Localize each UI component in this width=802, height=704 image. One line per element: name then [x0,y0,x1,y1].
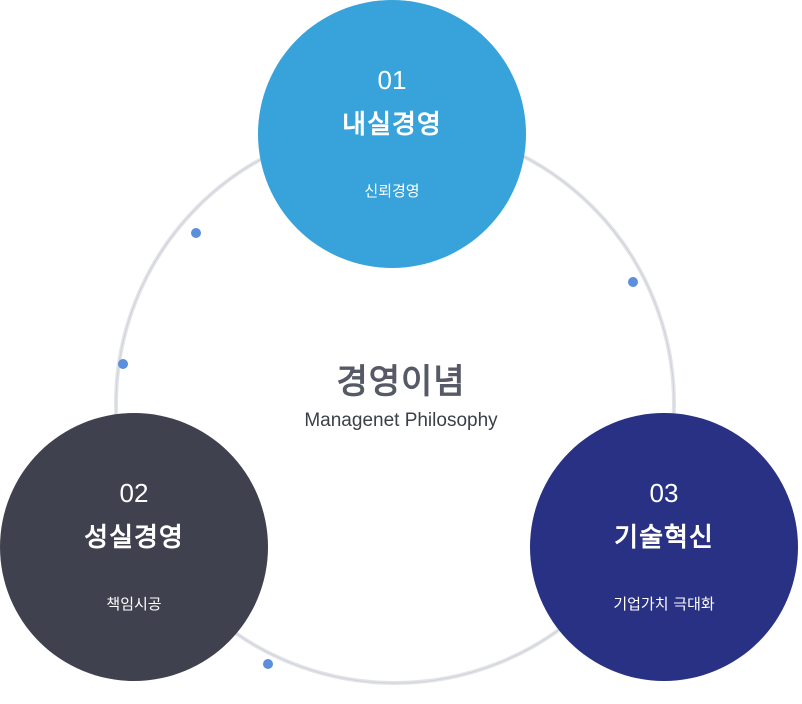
center-block: 경영이념 Managenet Philosophy [201,362,601,432]
node-sincere-management: 02 성실경영 책임시공 [0,413,268,681]
node-number: 01 [377,65,407,95]
ring-dot-3 [628,277,638,287]
node-description: 기업가치 극대화 [613,595,715,613]
ring-dot-2 [118,359,128,369]
node-description: 책임시공 [106,595,162,613]
node-title: 성실경영 [84,523,184,553]
node-number: 02 [119,478,149,508]
ring-dot-4 [263,659,273,669]
node-title: 내실경영 [342,110,442,140]
node-internal-management: 01 내실경영 신뢰경영 [258,0,526,268]
node-title: 기술혁신 [614,523,714,553]
center-subtitle: Managenet Philosophy [304,410,498,431]
ring-dot-1 [191,228,201,238]
node-tech-innovation: 03 기술혁신 기업가치 극대화 [530,413,798,681]
center-title: 경영이념 [336,362,466,402]
node-description: 신뢰경영 [364,182,420,200]
node-number: 03 [649,478,679,508]
